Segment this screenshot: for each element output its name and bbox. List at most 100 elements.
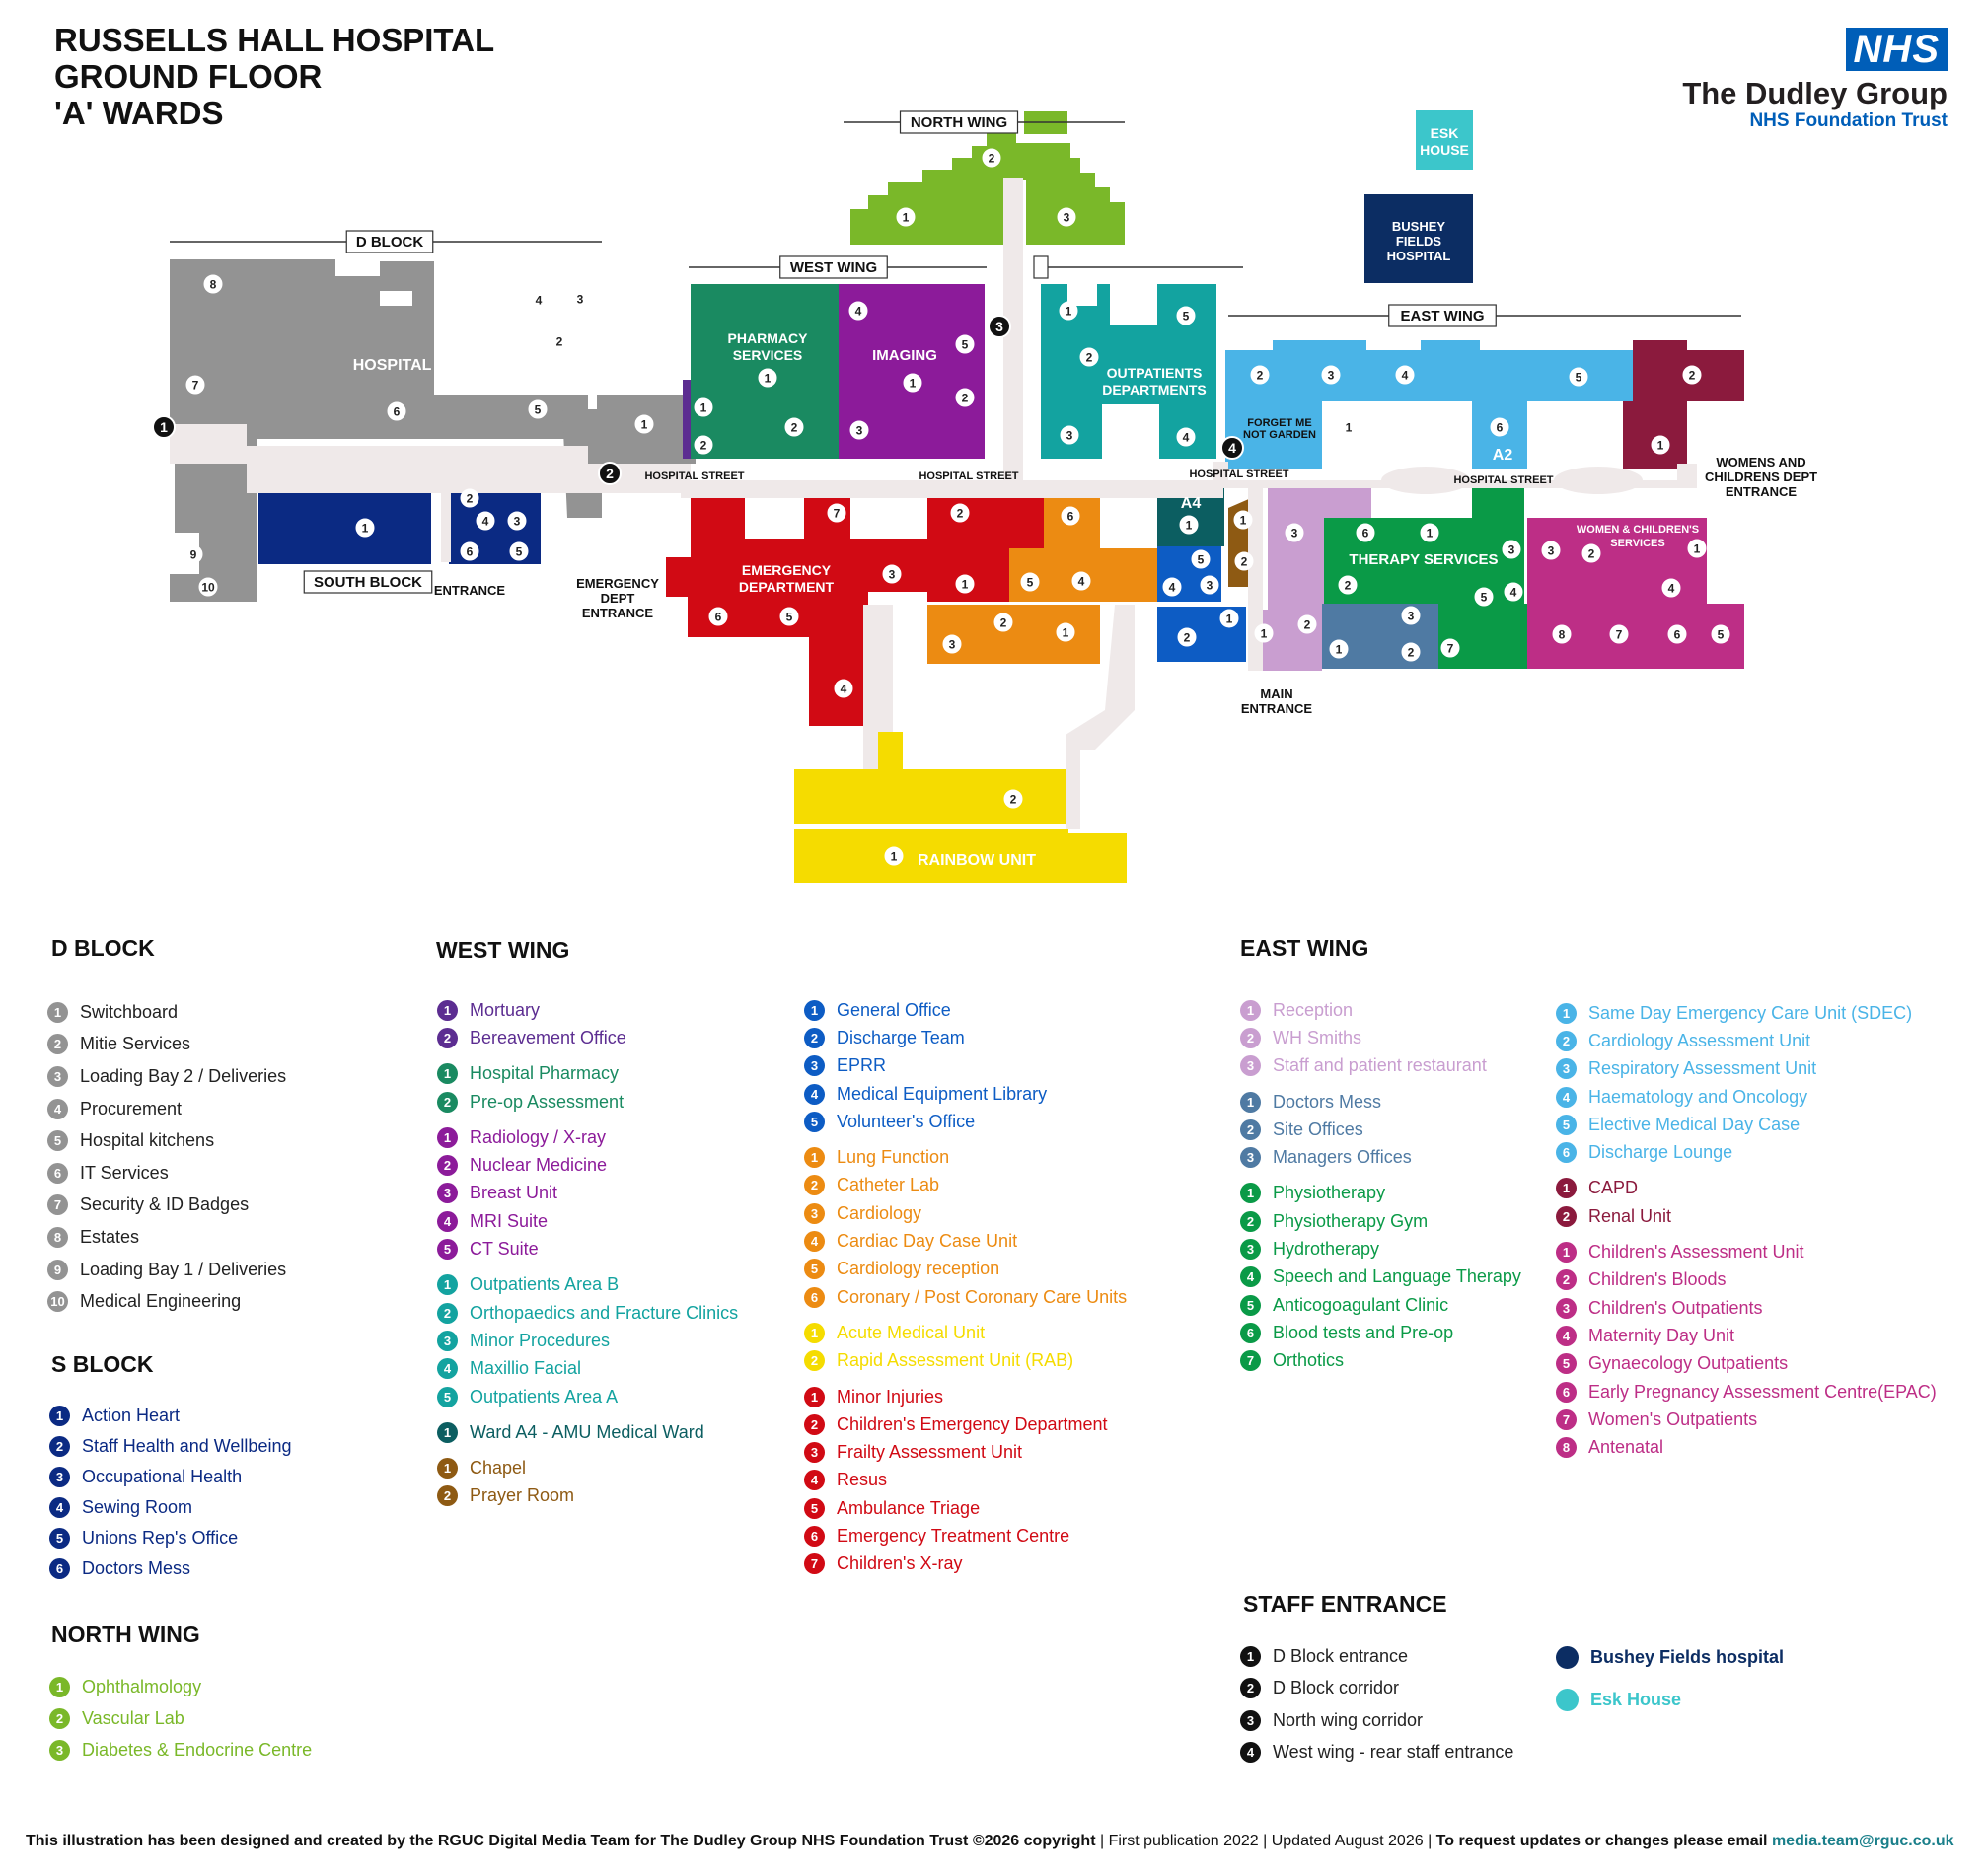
room-number-marker (198, 577, 218, 597)
pharmacy-label: PHARMACY (728, 330, 809, 346)
legend-west-wing-number-badge: 2 (437, 1155, 458, 1177)
legend-west-wing-number-badge: 1 (437, 1458, 458, 1479)
a2-right-label: A2 (1493, 447, 1513, 464)
therapy-area (1324, 483, 1527, 669)
staff-entrance-marker (152, 415, 176, 439)
rainbow-area (794, 732, 1127, 883)
a2-left-label: A2 (1339, 447, 1360, 464)
legend-west-wing-heading: WEST WING (436, 937, 570, 963)
room-number-marker-text: 1 (1657, 439, 1664, 453)
legend-s-block-label: Unions Rep's Office (82, 1528, 239, 1548)
legend-west-wing-label: Pre-op Assessment (470, 1091, 625, 1112)
legend-west-wing-number-badge: 1 (804, 1386, 825, 1407)
room-number-marker (903, 373, 922, 393)
room-number-marker (1162, 577, 1182, 597)
legend-d-block-number-badge: 9 (47, 1259, 68, 1280)
legend-west-wing-number-badge: 2 (437, 1302, 458, 1324)
room-number-marker (550, 331, 569, 351)
legend-east-wing-label: WH Smiths (1273, 1027, 1361, 1047)
title-line-3: 'A' WARDS (54, 95, 224, 131)
legend-west-wing-label: Cardiac Day Case Unit (837, 1231, 1018, 1252)
room-number-marker-text: 6 (715, 611, 722, 624)
legend-west-wing-number-badge: 1 (804, 999, 825, 1021)
legend-north-wing-label: Vascular Lab (82, 1707, 184, 1728)
room-number-marker-text: 1 (1240, 514, 1247, 528)
legend-east-wing-number-badge: 8 (1556, 1437, 1577, 1459)
room-number-marker (1338, 575, 1358, 595)
room-number-marker (1233, 510, 1253, 530)
legend-west-wing-label: EPRR (837, 1055, 887, 1076)
footer-email-link[interactable]: media.team@rguc.co.uk (1771, 1833, 1954, 1849)
room-number-marker-text: 1 (903, 211, 910, 225)
room-number-marker-text: 4 (482, 515, 489, 529)
room-number-marker (1401, 606, 1421, 625)
legend-s-block-label: Action Heart (82, 1406, 181, 1425)
legend-s-block-label: Staff Health and Wellbeing (82, 1436, 292, 1456)
room-number-marker (507, 511, 527, 531)
room-number-marker (185, 375, 205, 395)
room-number-marker (529, 290, 549, 310)
bushey-fields-label: BUSHEY (1392, 219, 1446, 234)
legend-east-wing-label: Elective Medical Day Case (1588, 1114, 1801, 1134)
legend-east-wing-number-badge: 1 (1556, 1178, 1577, 1199)
room-number-marker-text: 1 (765, 372, 772, 386)
legend-d-block-label: Procurement (80, 1098, 183, 1118)
legend-east-wing-number-badge: 7 (1240, 1350, 1261, 1372)
legend-d-block-number-badge: 3 (47, 1065, 68, 1087)
legend-staff-entrance-label: D Block corridor (1273, 1678, 1400, 1698)
legend-d-block-number-badge: 10 (47, 1291, 68, 1313)
legend-east-wing-label: Hydrotherapy (1273, 1239, 1380, 1260)
room-number-marker-text: 1 (1694, 542, 1701, 556)
legend-west-wing-label: Coronary / Post Coronary Care Units (837, 1286, 1128, 1307)
forget-me-not-label: FORGET ME (1247, 417, 1311, 429)
room-number-marker-text: 6 (394, 405, 401, 419)
legend-east-wing-number-badge: 3 (1240, 1147, 1261, 1169)
hospital-street-label: HOSPITAL STREET (644, 470, 744, 482)
legend-west-wing-label: Outpatients Area B (470, 1274, 620, 1295)
legend-staff-entrance-label: West wing - rear staff entrance (1273, 1742, 1514, 1763)
room-number-marker-text: 4 (1169, 581, 1176, 595)
room-number-marker (1401, 642, 1421, 662)
esk-house-label: HOUSE (1420, 142, 1469, 158)
legend-west-wing-number-badge: 7 (804, 1553, 825, 1575)
room-number-marker (982, 148, 1001, 168)
legend-d-block-label: Security & ID Badges (80, 1194, 250, 1215)
room-number-marker-text: 1 (700, 401, 707, 415)
room-number-marker (476, 511, 495, 531)
legend-west-wing-label: Lung Function (837, 1147, 950, 1168)
legend-staff-entrance-label: D Block entrance (1273, 1645, 1409, 1666)
north-wing-label: NORTH WING (911, 114, 1007, 131)
legend-east-wing-label: Same Day Emergency Care Unit (SDEC) (1588, 1002, 1913, 1023)
room-number-marker-text: 4 (1668, 582, 1675, 596)
hospital-street-bulge-2 (1554, 467, 1643, 494)
legend-east-wing-label: Site Offices (1273, 1118, 1363, 1139)
legend-other-site-item: Esk House (1556, 1683, 1784, 1717)
legend-west-wing-number-badge: 3 (804, 1202, 825, 1224)
room-number-marker (1552, 624, 1572, 644)
room-number-marker (509, 541, 529, 561)
staff-entrance-marker-text: 3 (995, 319, 1003, 334)
room-number-marker (882, 564, 902, 584)
legend-east-wing-number-badge: 2 (1556, 1205, 1577, 1227)
legend-d-block-heading: D BLOCK (51, 935, 155, 961)
legend-west-wing-label: Nuclear Medicine (470, 1155, 608, 1176)
